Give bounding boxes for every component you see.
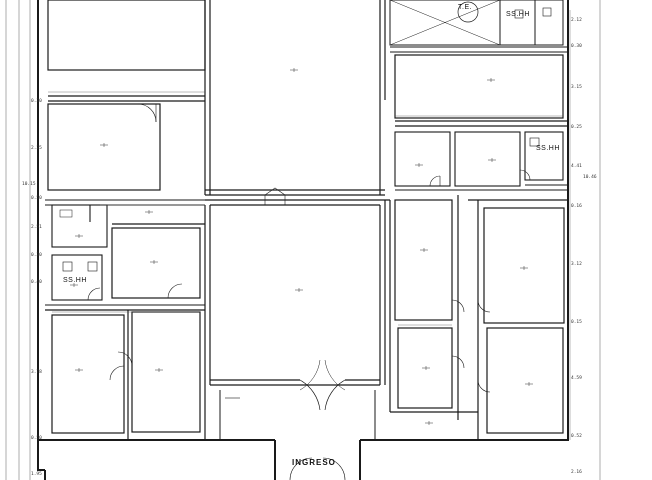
dim-left-7: 0.40 — [31, 280, 42, 285]
dim-right-5: 4.41 — [571, 164, 582, 169]
te-label: T.E. — [458, 4, 473, 11]
dim-right-6: 10.46 — [583, 175, 597, 180]
bath-top-label: SS.HH — [506, 11, 530, 18]
dim-left-4: 0.50 — [31, 196, 42, 201]
exterior-walls — [37, 0, 569, 480]
dimension-lines — [48, 10, 571, 440]
room-central-lower — [204, 187, 390, 440]
entrance-area — [219, 390, 376, 480]
dim-right-1: 2.12 — [571, 18, 582, 23]
rooms-right-lower — [389, 195, 568, 440]
dim-left-9: 0.50 — [31, 436, 42, 441]
room-left-middle — [111, 223, 205, 299]
dim-left-1: 0.30 — [31, 99, 42, 104]
sheet-border — [5, 0, 601, 480]
dim-right-7: 0.16 — [571, 204, 582, 209]
dim-left-6: 0.30 — [31, 253, 42, 258]
dim-right-4: 0.25 — [571, 125, 582, 130]
bath-right-label: SS.HH — [536, 145, 560, 152]
dim-left-2: 2.25 — [31, 146, 42, 151]
dim-left-8: 3.78 — [31, 370, 42, 375]
area-tags — [70, 68, 533, 425]
room-top-left — [47, 0, 206, 191]
entrance-label: INGRESO — [292, 458, 336, 467]
dim-left-10: 1.95 — [31, 472, 42, 477]
dim-right-8: 3.12 — [571, 262, 582, 267]
dim-right-10: 4.59 — [571, 376, 582, 381]
dim-left-5: 2.51 — [31, 225, 42, 230]
room-right-upper — [394, 54, 568, 127]
dim-right-3: 3.15 — [571, 85, 582, 90]
dim-right-9: 0.15 — [571, 320, 582, 325]
dim-right-2: 0.30 — [571, 44, 582, 49]
rooms-left-lower — [45, 309, 205, 440]
dim-left-3: 10.15 — [22, 182, 36, 187]
bath-left-label: SS.HH — [63, 277, 87, 284]
rooms-right-middle — [394, 131, 568, 191]
top-right-service — [389, 0, 568, 53]
left-middle-service — [45, 199, 205, 306]
dim-right-12: 2.16 — [571, 470, 582, 475]
dim-right-11: 0.52 — [571, 434, 582, 439]
room-central-upper — [204, 0, 386, 196]
